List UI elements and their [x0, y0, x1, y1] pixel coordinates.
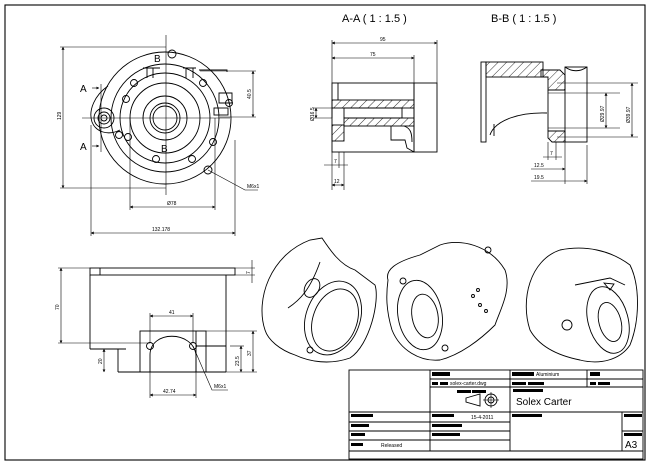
dim-bb-step3: 19.5 — [534, 175, 544, 181]
front-thread-callout: M6x1 — [247, 184, 259, 190]
isometric-view-2 — [386, 242, 508, 361]
status-value: Released — [381, 443, 402, 449]
dim-bb-step1: 7 — [550, 151, 553, 157]
dim-aa-overall: 95 — [380, 37, 386, 43]
dim-front-right-height: 40.5 — [247, 89, 253, 99]
section-b-marker-bottom: B — [161, 144, 168, 155]
dim-side-hole-height: 23.5 — [235, 356, 241, 366]
title-block: Aluminium solex-carter.dwg 15-4-2011 Sol… — [348, 369, 644, 460]
dim-side-base: 20 — [98, 358, 104, 364]
dim-side-height: 70 — [55, 304, 61, 310]
dim-side-block-height: 37 — [247, 350, 253, 356]
dim-front-height: 129 — [57, 111, 63, 120]
drawing-title: Solex Carter — [516, 397, 572, 408]
material-value: Aluminium — [536, 372, 559, 378]
dim-front-bore: Ø78 — [167, 201, 177, 207]
dim-aa-flange: 12 — [334, 179, 340, 185]
dim-front-width: 132.178 — [152, 227, 170, 233]
filename-value: solex-carter.dwg — [450, 381, 487, 387]
section-aa-title: A-A ( 1 : 1.5 ) — [342, 13, 407, 25]
section-bb-title: B-B ( 1 : 1.5 ) — [491, 13, 556, 25]
dim-side-plate: 7 — [246, 271, 252, 274]
date-value: 15-4-2011 — [471, 415, 494, 421]
dim-aa-bore: Ø16.5 — [310, 107, 316, 121]
drawing-frame — [4, 4, 646, 461]
sheet-size: A3 — [625, 440, 638, 451]
bolt-holes — [115, 49, 233, 175]
dim-side-hole-spacing: 41 — [169, 310, 175, 316]
section-b-marker-top: B — [154, 54, 161, 65]
section-bb-view: B-B ( 1 : 1.5 ) Ø29.97 Ø39.97 7 12.5 19.… — [480, 13, 638, 184]
section-a-marker-bottom: A — [80, 142, 87, 153]
dim-aa-inner: 75 — [370, 52, 376, 58]
dim-bb-outer-diameter: Ø39.97 — [626, 106, 632, 123]
side-thread-callout: M6x1 — [214, 384, 226, 390]
section-a-marker-top: A — [80, 84, 87, 95]
dim-aa-wall: 7 — [334, 159, 337, 165]
projection-symbol-icon — [465, 392, 499, 408]
section-aa-view: A-A ( 1 : 1.5 ) 95 75 Ø16.5 7 — [310, 13, 438, 190]
dim-bb-inner-diameter: Ø29.97 — [600, 105, 606, 122]
front-view: A A B B 129 40.5 Ø78 132.178 M6x1 — [57, 35, 259, 236]
dim-side-arch-width: 42.74 — [163, 389, 176, 395]
side-view: 70 7 41 20 23.5 37 42.74 M6x1 — [55, 260, 257, 398]
isometric-view-1 — [261, 237, 377, 363]
dim-bb-step2: 12.5 — [534, 163, 544, 169]
isometric-view-3 — [525, 247, 638, 363]
